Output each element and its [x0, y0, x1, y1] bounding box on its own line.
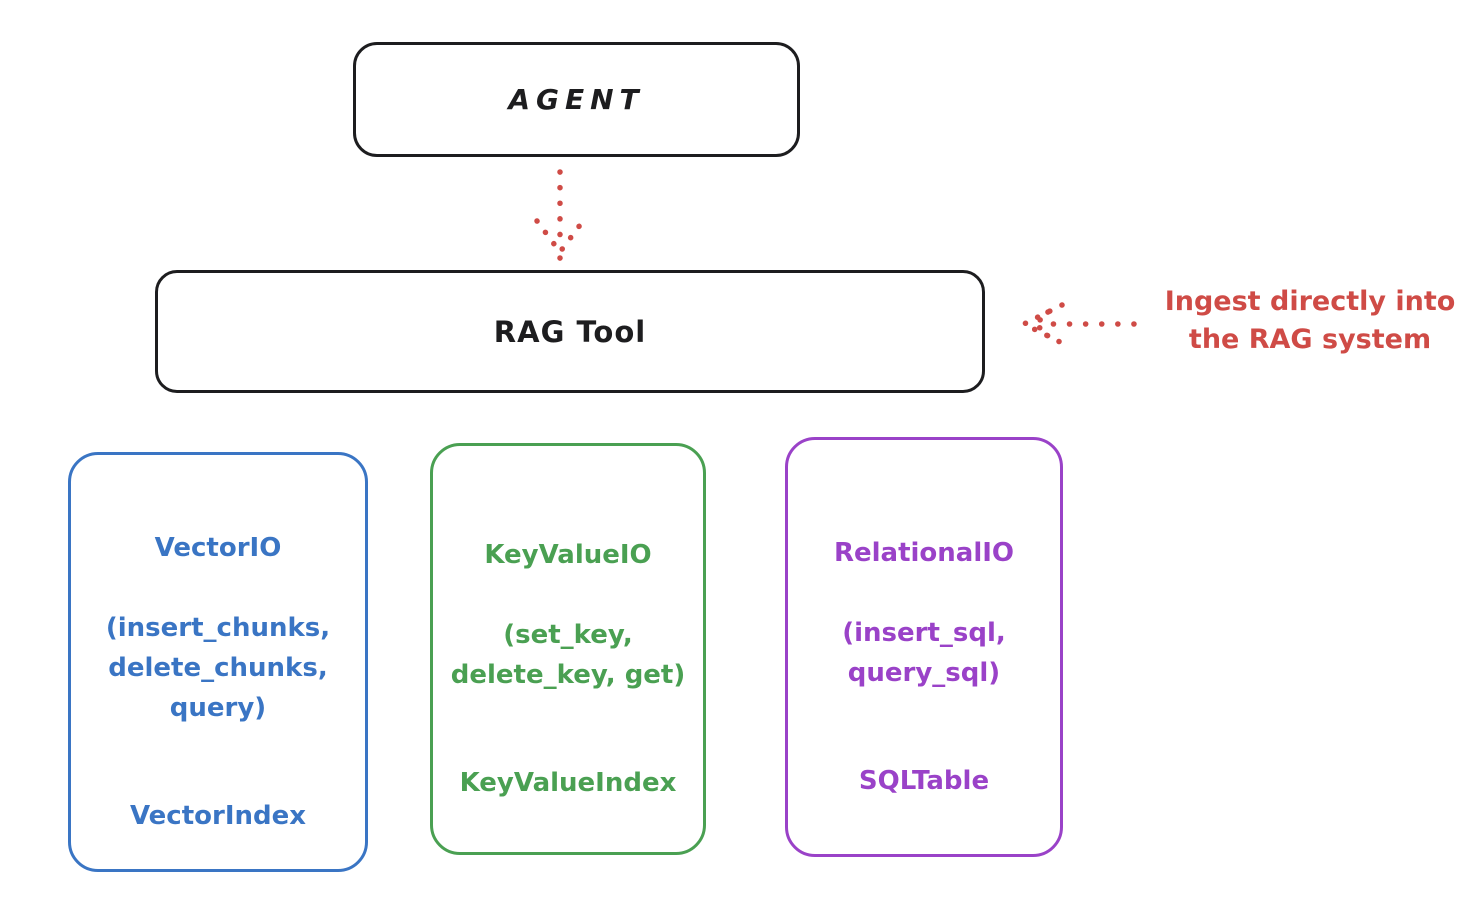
agent-node: AGENT — [353, 42, 800, 157]
agent-label: AGENT — [508, 83, 645, 116]
backend-node-keyvalueio: KeyValueIO (set_key, delete_key, get) Ke… — [430, 443, 706, 855]
backend-index-class: SQLTable — [858, 766, 990, 796]
backend-title: VectorIO — [154, 533, 282, 563]
rag-tool-label: RAG Tool — [493, 314, 647, 349]
backend-title-and-params: VectorIO (insert_chunks, delete_chunks, … — [106, 488, 330, 768]
backend-node-relationalio: RelationalIO (insert_sql, query_sql) SQL… — [785, 437, 1063, 857]
backend-index-class: VectorIndex — [129, 801, 307, 831]
backend-params: (set_key, delete_key, get) — [450, 620, 686, 690]
backend-node-vectorio: VectorIO (insert_chunks, delete_chunks, … — [68, 452, 368, 872]
backend-title-and-params: RelationalIO (insert_sql, query_sql) — [834, 493, 1014, 733]
rag-tool-node: RAG Tool — [155, 270, 985, 393]
backend-params: (insert_sql, query_sql) — [842, 618, 1006, 688]
backend-title: RelationalIO — [833, 538, 1015, 568]
dotted-arrow-left-icon — [1017, 302, 1137, 346]
backend-params: (insert_chunks, delete_chunks, query) — [105, 613, 331, 723]
ingest-annotation: Ingest directly into the RAG system — [1164, 286, 1456, 355]
backend-index-class: KeyValueIndex — [459, 768, 677, 798]
dotted-arrow-down-icon — [534, 169, 586, 261]
backend-title-and-params: KeyValueIO (set_key, delete_key, get) — [451, 495, 686, 735]
backend-title: KeyValueIO — [484, 540, 652, 570]
